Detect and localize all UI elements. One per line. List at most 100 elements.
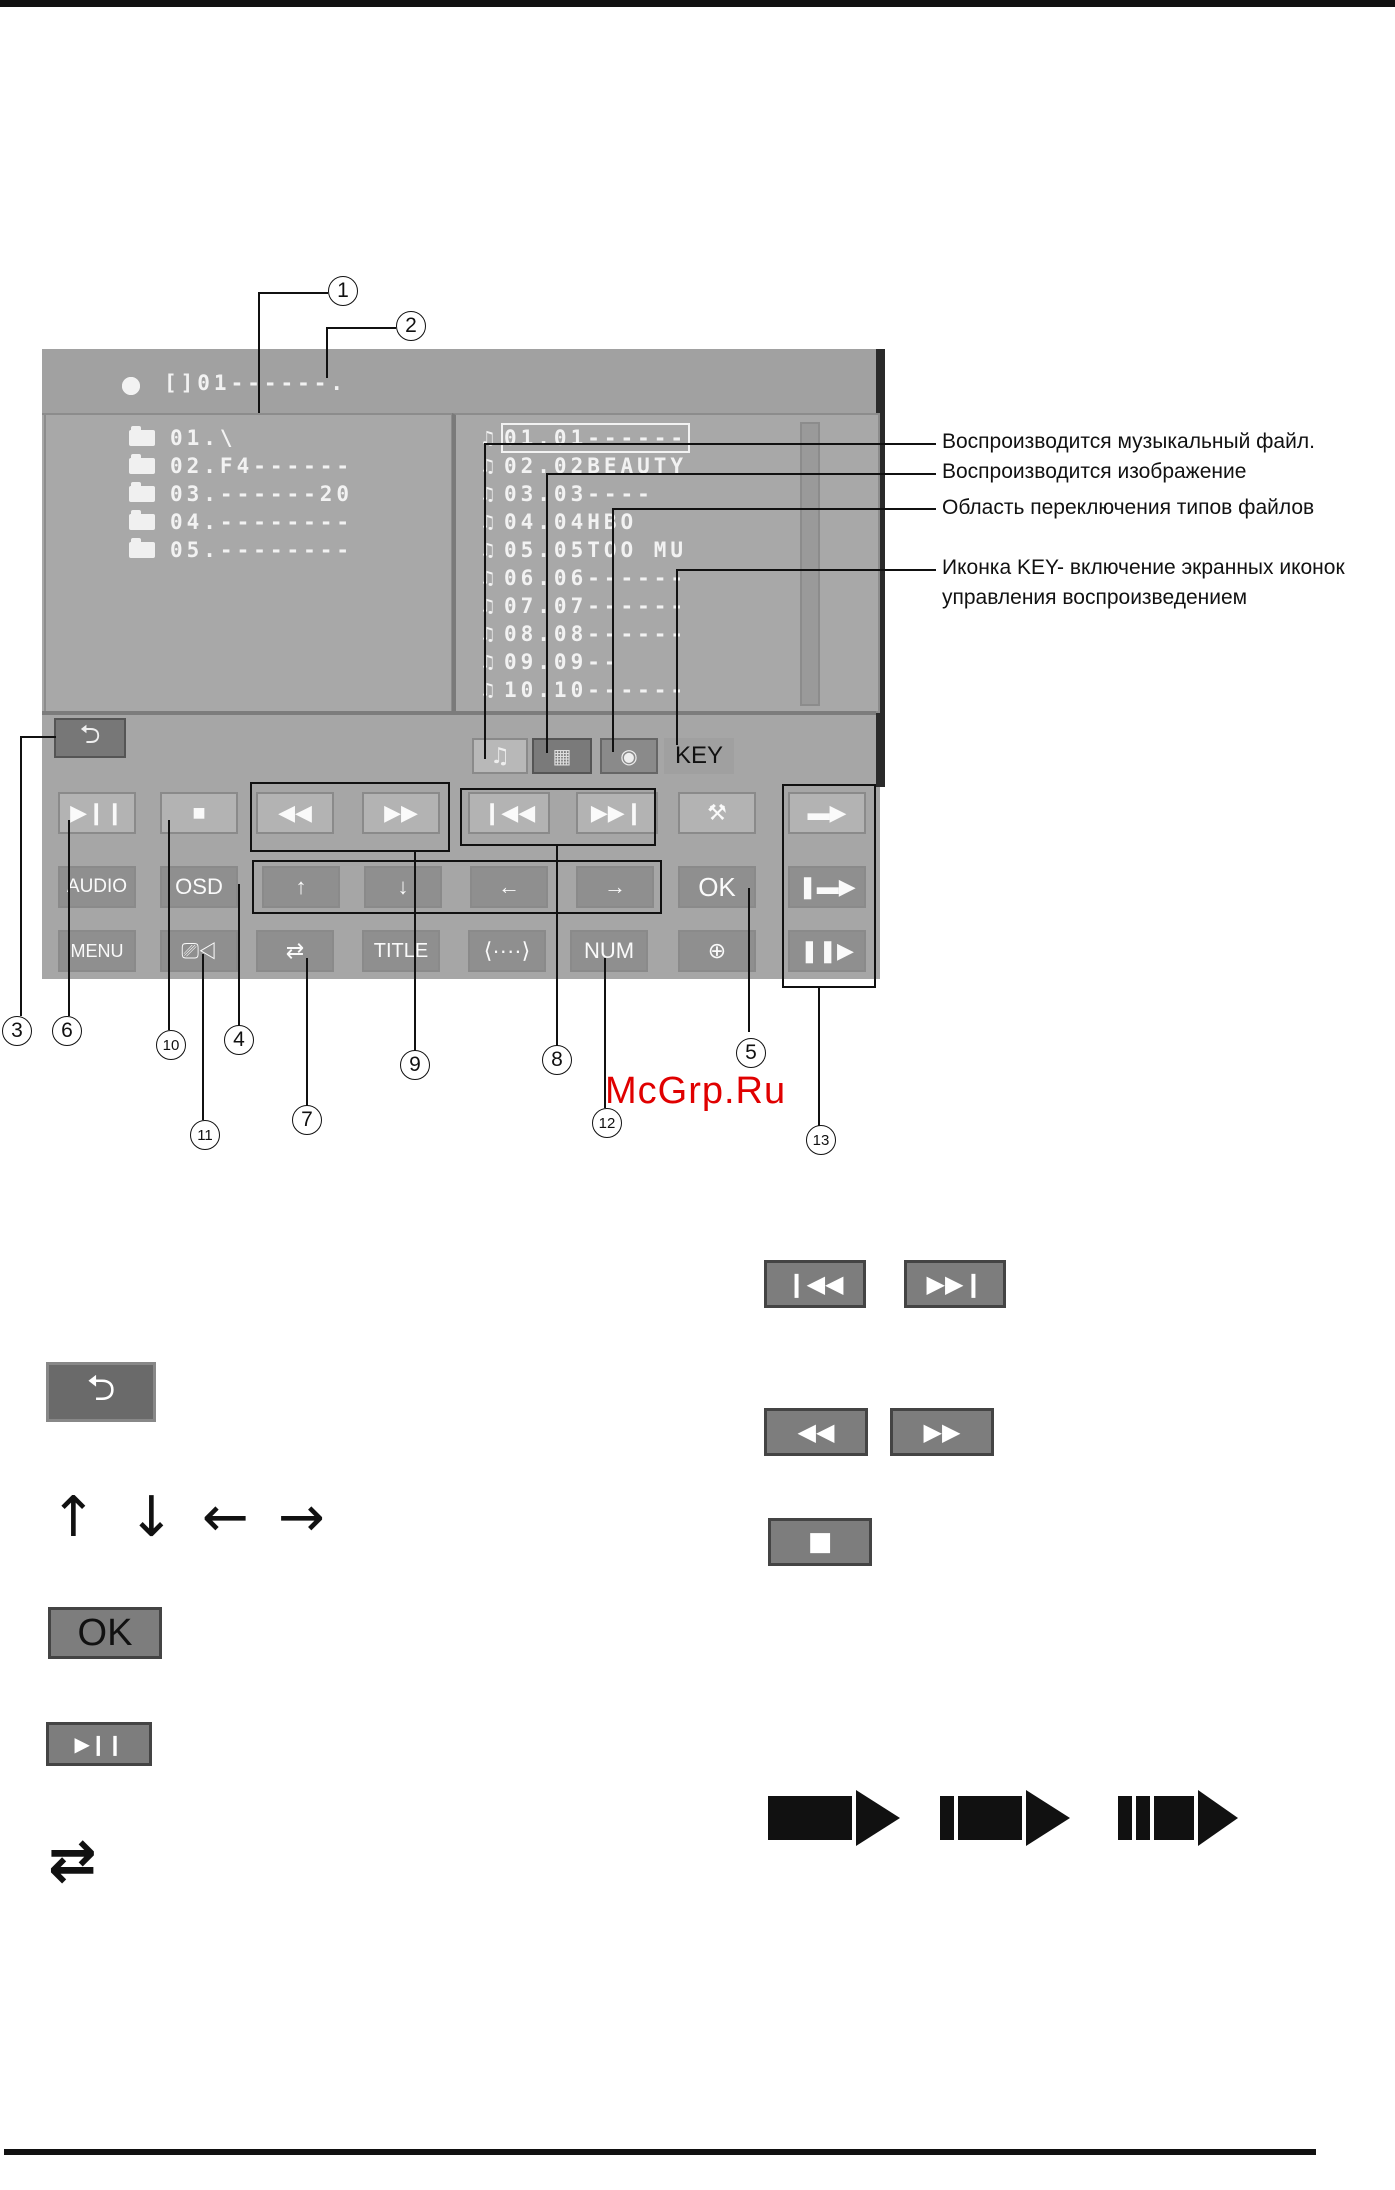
folder-item[interactable]: 05.-------- [126, 536, 426, 564]
right-button[interactable]: → [576, 866, 654, 908]
folder-icon [126, 510, 158, 533]
leader-image-h [546, 473, 936, 475]
legend-arrow-left-icon: ← [202, 1485, 249, 1550]
music-note-icon: ♫ [479, 623, 497, 645]
file-item[interactable]: ♫01.01------ [472, 423, 792, 453]
rewind-button[interactable]: ◀◀ [256, 792, 334, 834]
callout-6: 6 [52, 1016, 82, 1046]
leader-13 [818, 988, 820, 1128]
osd-screen-edge [876, 349, 885, 787]
repeat-button[interactable]: ⇄ [256, 930, 334, 972]
num-label: NUM [583, 938, 635, 963]
left-button[interactable]: ← [470, 866, 548, 908]
music-type-icon[interactable]: ♫ [472, 738, 528, 774]
ok-button[interactable]: OK [678, 866, 756, 908]
menu-button[interactable]: MENU [58, 930, 136, 972]
file-item[interactable]: ♫02.02BEAUTY [472, 452, 792, 480]
folder-open-icon [126, 426, 158, 449]
music-note-icon: ♫ [479, 651, 497, 673]
file-item[interactable]: ♫04.04HBO [472, 508, 792, 536]
up-button[interactable]: ↑ [262, 866, 340, 908]
callout-2: 2 [396, 311, 426, 341]
leader-music [484, 443, 486, 759]
key-label: KEY [674, 742, 724, 769]
previous-track-button[interactable]: ❙◀◀ [468, 792, 550, 834]
track-skip-bracket [460, 788, 656, 846]
folder-icon [126, 538, 158, 561]
play-pause-button[interactable]: ▶❙❙ [58, 792, 136, 834]
stop-button[interactable]: ■ [160, 792, 238, 834]
legend-stop-icon: ■ [768, 1518, 872, 1566]
legend-previous-track-icon: ❙◀◀ [764, 1260, 866, 1308]
key-button[interactable]: KEY [664, 738, 734, 774]
audio-label: AUDIO [66, 876, 128, 897]
osd-button[interactable]: OSD [160, 866, 238, 908]
zoom-icon: ⊕ [707, 938, 727, 963]
music-note-icon: ♫ [479, 427, 497, 449]
legend-repeat-icon: ⇄ [48, 1826, 97, 1894]
legend-rewind-icon: ◀◀ [764, 1408, 868, 1456]
callout-3: 3 [2, 1016, 32, 1046]
down-button[interactable]: ↓ [364, 866, 442, 908]
file-item[interactable]: ♫06.06------ [472, 564, 792, 592]
folder-item[interactable]: 04.-------- [126, 508, 426, 536]
folder-icon [126, 454, 158, 477]
folder-item[interactable]: 03.------20 [126, 480, 426, 508]
music-note-icon: ♫ [479, 483, 497, 505]
leader-type [612, 508, 614, 752]
callout-11: 11 [190, 1120, 220, 1150]
osd-divider [42, 711, 876, 715]
legend-next-track-icon: ▶▶❙ [904, 1260, 1006, 1308]
callout-5: 5 [736, 1038, 766, 1068]
file-item[interactable]: ♫03.03---- [472, 480, 792, 508]
rewind-icon: ◀◀ [278, 800, 312, 825]
file-item[interactable]: ♫10.10------ [472, 676, 792, 704]
audio-button[interactable]: AUDIO [58, 866, 136, 908]
leader-type-h [612, 508, 936, 510]
file-item[interactable]: ♫08.08------ [472, 620, 792, 648]
music-note-icon: ♫ [479, 567, 497, 589]
settings-button[interactable]: ⚒ [678, 792, 756, 834]
file-item[interactable]: ♫09.09-- [472, 648, 792, 676]
ok-label: OK [698, 871, 736, 902]
legend-return-icon: ⮌ [46, 1362, 156, 1422]
stop-icon: ■ [192, 800, 206, 825]
folder-item[interactable]: 01.\ [126, 424, 426, 452]
disc-icon [122, 377, 140, 395]
file-item[interactable]: ♫07.07------ [472, 592, 792, 620]
music-note-icon: ♫ [479, 539, 497, 561]
angle-button[interactable]: ⎚◁ [160, 930, 238, 972]
rw-ff-bracket [250, 782, 450, 852]
osd-header: []01------. [42, 349, 876, 415]
next-track-button[interactable]: ▶▶❙ [576, 792, 658, 834]
leader-1h [258, 292, 328, 294]
arrow-down-icon: ↓ [397, 874, 409, 899]
subtitle-button[interactable]: ⟨····⟩ [468, 930, 546, 972]
file-scrollbar[interactable] [800, 422, 820, 706]
header-path: []01------. [164, 371, 348, 395]
num-button[interactable]: NUM [570, 930, 648, 972]
leader-9 [414, 852, 416, 1052]
fast-forward-icon: ▶▶ [384, 800, 418, 825]
previous-track-icon: ❙◀◀ [482, 800, 536, 825]
legend-arrow-up-icon: ↑ [50, 1485, 97, 1550]
slow-play-2-button[interactable]: ❚▬▶ [788, 866, 866, 908]
fast-forward-button[interactable]: ▶▶ [362, 792, 440, 834]
slow-play-1-button[interactable]: ▬▶ [788, 792, 866, 834]
slow-play-1-icon: ▬▶ [807, 800, 847, 825]
watermark: McGrp.Ru [605, 1070, 787, 1112]
callout-12: 12 [592, 1108, 622, 1138]
slow-play-3-button[interactable]: ❚❚▶ [788, 930, 866, 972]
legend-slow-play-3-icon [1118, 1790, 1248, 1846]
play-pause-icon: ▶❙❙ [70, 800, 124, 825]
zoom-button[interactable]: ⊕ [678, 930, 756, 972]
arrow-keys-bracket [252, 860, 662, 914]
image-type-icon[interactable]: ▦ [532, 738, 592, 774]
folder-item[interactable]: 02.F4------ [126, 452, 426, 480]
leader-10 [168, 820, 170, 1030]
video-type-icon[interactable]: ◉ [600, 738, 658, 774]
return-icon[interactable]: ⮌ [54, 718, 126, 758]
title-button[interactable]: TITLE [362, 930, 440, 972]
file-item[interactable]: ♫05.05TOO MU [472, 536, 792, 564]
callout-8: 8 [542, 1045, 572, 1075]
